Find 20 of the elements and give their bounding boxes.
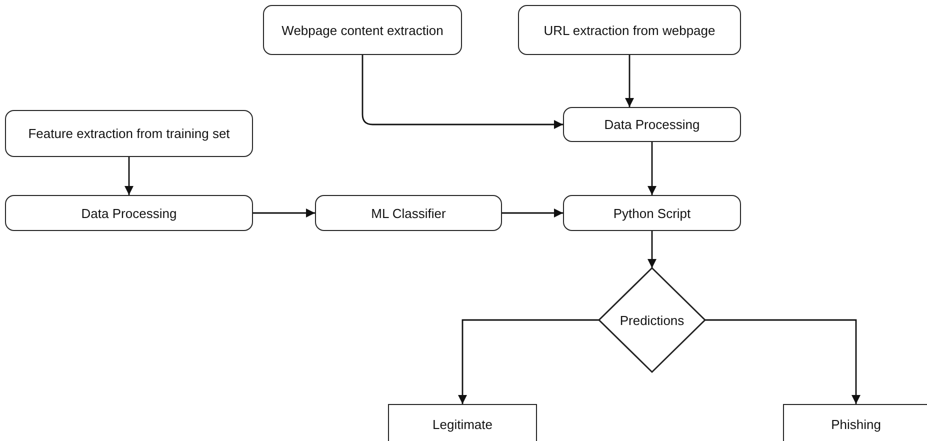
decision-diamond [599,268,705,372]
arrow [253,208,315,218]
arrow [648,142,656,195]
arrow [648,231,656,268]
decision-label: Predictions [620,312,684,328]
arrow [362,55,563,129]
process-box: ML Classifier [315,195,502,231]
arrow [705,319,860,404]
arrow [625,55,634,107]
process-box: Data Processing [563,107,741,142]
result-box: Legitimate [388,404,537,441]
arrow [502,208,563,218]
process-box: URL extraction from webpage [518,5,741,55]
process-box: Python Script [563,195,741,231]
process-box: Webpage content extraction [263,5,462,55]
process-box: Data Processing [5,195,253,231]
result-box: Phishing [783,404,927,441]
process-box: Feature extraction from training set [5,110,253,157]
arrow [458,319,599,404]
arrow [124,157,134,195]
